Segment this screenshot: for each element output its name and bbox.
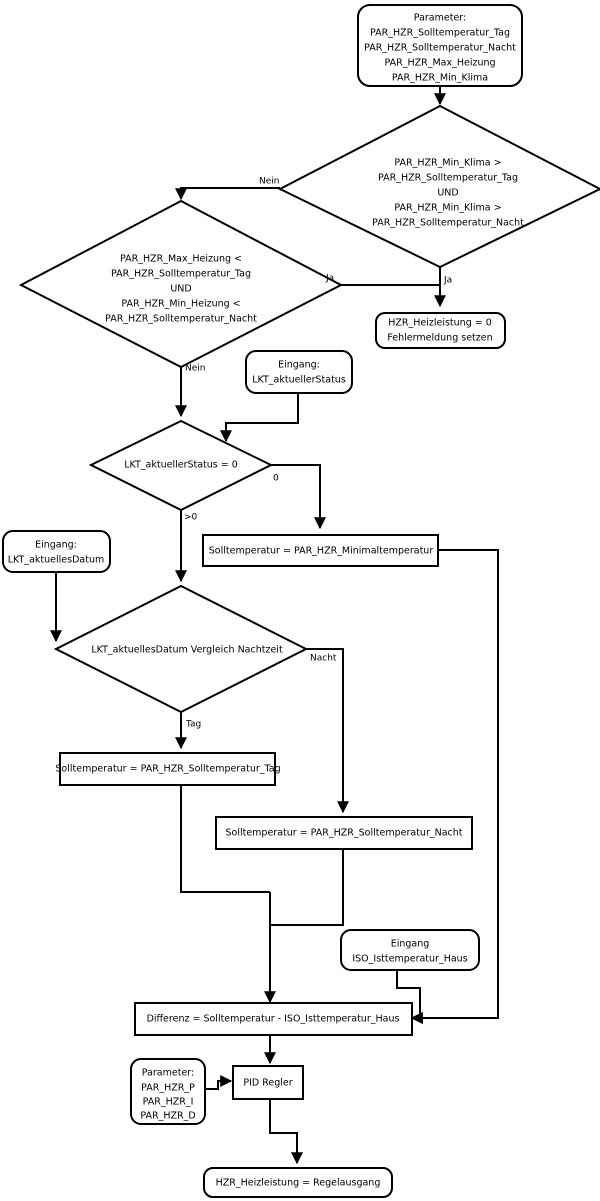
decision-nachtzeit-shape	[53, 584, 309, 714]
error-box-line-1: Fehlermeldung setzen	[387, 333, 492, 344]
decision-max-heizung-line-2: UND	[170, 284, 191, 295]
edge-setnacht-merge	[270, 848, 344, 926]
differenz-line-0: Differenz = Solltemperatur - ISO_Isttemp…	[147, 1014, 400, 1025]
decision-min-klima-line-1: PAR_HZR_Solltemperatur_Tag	[378, 173, 518, 184]
decision-max-heizung-line-3: PAR_HZR_Min_Heizung <	[121, 299, 240, 310]
node-decision-nachtzeit[interactable]: LKT_aktuellesDatum Vergleich Nachtzeit	[53, 584, 309, 714]
edge-parampid-to-pid	[205, 1075, 233, 1090]
label-maxheizung-nein: Nein	[185, 364, 205, 374]
decision-max-heizung-shape	[18, 199, 344, 369]
node-differenz[interactable]: Differenz = Solltemperatur - ISO_Isttemp…	[134, 1002, 413, 1036]
param-top-line-3: PAR_HZR_Max_Heizung	[384, 58, 495, 69]
pid-shape	[232, 1065, 304, 1100]
edge-settag-merge	[180, 785, 270, 893]
differenz-shape	[134, 1002, 413, 1036]
input-status-line-1: LKT_aktuellerStatus	[252, 375, 346, 386]
node-set-nacht[interactable]: Solltemperatur = PAR_HZR_Solltemperatur_…	[215, 816, 473, 850]
decision-status-line-0: LKT_aktuellerStatus = 0	[124, 460, 238, 471]
param-pid-line-2: PAR_HZR_I	[143, 1097, 194, 1108]
param-top-line-0: Parameter:	[414, 13, 466, 24]
set-tag-line-0: Solltemperatur = PAR_HZR_Solltemperatur_…	[55, 764, 280, 775]
input-ist-line-0: Eingang	[391, 939, 430, 950]
set-nacht-shape	[215, 816, 473, 850]
set-minimal-shape	[202, 534, 439, 567]
label-status-gt-zero: >0	[184, 513, 198, 523]
input-datum-line-0: Eingang:	[35, 540, 77, 551]
edge-status-zero	[271, 464, 326, 530]
node-output[interactable]: HZR_Heizleistung = Regelausgang	[203, 1167, 393, 1198]
set-tag-shape	[59, 752, 276, 786]
node-decision-max-heizung[interactable]: PAR_HZR_Max_Heizung < PAR_HZR_Solltemper…	[18, 199, 344, 369]
edge-inputist-to-differenz	[396, 968, 423, 1024]
edge-inputstatus-to-decision	[220, 393, 299, 443]
input-status-line-0: Eingang:	[278, 360, 320, 371]
decision-nachtzeit-line-0: LKT_aktuellesDatum Vergleich Nachtzeit	[91, 645, 283, 656]
label-minklima-ja: Ja	[443, 276, 452, 286]
label-minklima-nein: Nein	[259, 177, 279, 187]
label-nachtzeit-tag: Tag	[185, 720, 201, 730]
edge-setminimal-right-rail	[410, 549, 499, 1024]
label-nachtzeit-nacht: Nacht	[310, 654, 337, 664]
output-shape	[203, 1167, 393, 1198]
param-pid-line-0: Parameter:	[142, 1068, 194, 1079]
input-status-shape	[245, 350, 353, 394]
decision-min-klima-line-2: UND	[437, 188, 458, 199]
node-input-status[interactable]: Eingang: LKT_aktuellerStatus	[245, 350, 353, 394]
decision-max-heizung-line-4: PAR_HZR_Solltemperatur_Nacht	[105, 314, 257, 325]
set-nacht-line-0: Solltemperatur = PAR_HZR_Solltemperatur_…	[225, 828, 462, 839]
param-top-line-1: PAR_HZR_Solltemperatur_Tag	[370, 28, 510, 39]
node-set-minimal[interactable]: Solltemperatur = PAR_HZR_Minimaltemperat…	[202, 534, 439, 567]
pid-line-0: PID Regler	[243, 1078, 292, 1089]
decision-max-heizung-line-0: PAR_HZR_Max_Heizung <	[120, 254, 242, 265]
input-ist-line-1: ISO_Isttemperatur_Haus	[352, 954, 467, 965]
node-pid[interactable]: PID Regler	[232, 1065, 304, 1100]
node-input-datum[interactable]: Eingang: LKT_aktuellesDatum	[2, 530, 111, 573]
param-pid-shape	[130, 1058, 206, 1125]
node-error-box[interactable]: HZR_Heizleistung = 0 Fehlermeldung setze…	[375, 312, 506, 349]
edge-nachtzeit-nacht	[306, 648, 349, 814]
param-top-shape	[357, 4, 523, 87]
node-set-tag[interactable]: Solltemperatur = PAR_HZR_Solltemperatur_…	[55, 752, 281, 786]
param-top-line-2: PAR_HZR_Solltemperatur_Nacht	[364, 43, 516, 54]
input-datum-shape	[2, 530, 111, 573]
decision-min-klima-line-0: PAR_HZR_Min_Klima >	[394, 158, 501, 169]
input-ist-shape	[340, 929, 480, 971]
node-decision-min-klima[interactable]: PAR_HZR_Min_Klima > PAR_HZR_Solltemperat…	[277, 104, 600, 269]
param-top-line-4: PAR_HZR_Min_Klima	[392, 73, 488, 84]
label-status-zero: 0	[273, 474, 279, 484]
node-param-pid[interactable]: Parameter: PAR_HZR_P PAR_HZR_I PAR_HZR_D	[130, 1058, 206, 1125]
param-pid-line-3: PAR_HZR_D	[140, 1111, 195, 1122]
decision-status-shape	[88, 419, 274, 512]
decision-min-klima-shape	[277, 104, 600, 269]
input-datum-line-1: LKT_aktuellesDatum	[8, 555, 104, 566]
node-param-top[interactable]: Parameter: PAR_HZR_Solltemperatur_Tag PA…	[357, 4, 523, 87]
edge-pid-to-output	[269, 1099, 303, 1165]
param-pid-line-1: PAR_HZR_P	[141, 1083, 195, 1094]
decision-max-heizung-line-1: PAR_HZR_Solltemperatur_Tag	[111, 269, 251, 280]
node-decision-status[interactable]: LKT_aktuellerStatus = 0	[88, 419, 274, 512]
set-minimal-line-0: Solltemperatur = PAR_HZR_Minimaltemperat…	[209, 546, 434, 557]
decision-min-klima-line-3: PAR_HZR_Min_Klima >	[394, 203, 501, 214]
decision-min-klima-line-4: PAR_HZR_Solltemperatur_Nacht	[372, 218, 524, 229]
error-box-shape	[375, 312, 506, 349]
node-input-ist[interactable]: Eingang ISO_Isttemperatur_Haus	[340, 929, 480, 971]
error-box-line-0: HZR_Heizleistung = 0	[388, 318, 492, 329]
edge-minklima-nein	[175, 187, 280, 201]
label-maxheizung-ja: Ja	[325, 274, 334, 284]
output-line-0: HZR_Heizleistung = Regelausgang	[216, 1178, 381, 1189]
